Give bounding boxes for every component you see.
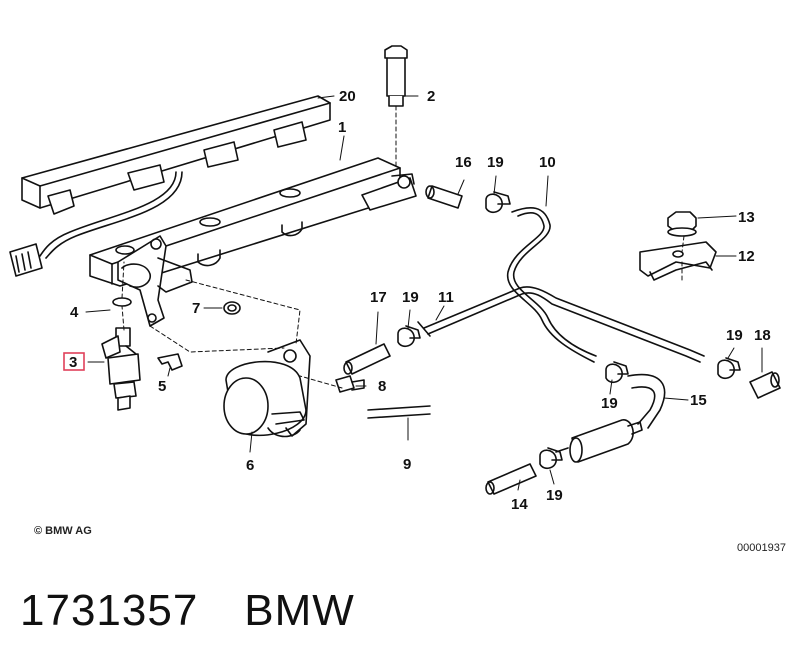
fuel-filter xyxy=(555,419,643,463)
flange-nut xyxy=(667,211,697,237)
callout-6: 6 xyxy=(246,457,254,474)
bolt-small xyxy=(335,375,365,393)
hose-clamp xyxy=(485,191,511,214)
copyright-notice: © BMW AG xyxy=(34,525,92,537)
vacuum-hose xyxy=(367,405,431,411)
mounting-bracket xyxy=(639,241,717,281)
drawing-number: 00001937 xyxy=(737,542,786,554)
retaining-clip xyxy=(157,353,183,371)
hose-long xyxy=(345,343,391,375)
callout-7: 7 xyxy=(192,300,200,317)
hose-short xyxy=(427,185,463,209)
callout-5: 5 xyxy=(158,378,166,395)
callouts: 20 2 1 16 19 10 13 12 4 3 7 5 17 19 11 8… xyxy=(69,88,771,513)
callout-20: 20 xyxy=(339,88,356,105)
leader-lines xyxy=(85,95,763,491)
callout-4: 4 xyxy=(70,304,79,321)
callout-2: 2 xyxy=(427,88,435,105)
callout-17: 17 xyxy=(370,289,387,306)
callout-19: 19 xyxy=(487,154,504,171)
callout-19: 19 xyxy=(546,487,563,504)
hose-clamp xyxy=(605,361,629,384)
callout-8: 8 xyxy=(378,378,386,395)
callout-14: 14 xyxy=(511,496,528,513)
callout-3: 3 xyxy=(69,354,77,371)
callout-1: 1 xyxy=(338,119,346,136)
fuel-rail xyxy=(89,157,417,287)
rail-bracket xyxy=(117,235,193,327)
callout-12: 12 xyxy=(738,248,755,265)
hose-end xyxy=(749,371,781,399)
callout-10: 10 xyxy=(539,154,556,171)
callout-16: 16 xyxy=(455,154,472,171)
callout-19: 19 xyxy=(601,395,618,412)
bolt xyxy=(384,45,408,107)
fuel-line-return xyxy=(423,286,705,357)
hose-clamp xyxy=(397,325,421,348)
hose-filter xyxy=(487,463,537,495)
o-ring-injector xyxy=(112,297,132,307)
callout-13: 13 xyxy=(738,209,755,226)
hose-bent xyxy=(627,373,666,429)
callout-19: 19 xyxy=(402,289,419,306)
callout-11: 11 xyxy=(438,289,454,306)
brand-name: BMW xyxy=(244,586,355,635)
fuel-rail-parts-diagram: 20 2 1 16 19 10 13 12 4 3 7 5 17 19 11 8… xyxy=(9,45,781,513)
wiring-harness xyxy=(9,95,331,277)
assembly-guides xyxy=(121,105,685,389)
pressure-regulator xyxy=(223,339,311,438)
hose-clamp xyxy=(717,357,741,380)
callout-15: 15 xyxy=(690,392,707,409)
fuel-line-feed xyxy=(511,206,597,357)
hose-clamp xyxy=(539,447,563,470)
callout-19: 19 xyxy=(726,327,743,344)
callout-9: 9 xyxy=(403,456,411,473)
part-caption: 1731357 BMW xyxy=(20,586,355,636)
callout-18: 18 xyxy=(754,327,771,344)
part-number: 1731357 xyxy=(20,586,199,635)
fuel-injector xyxy=(101,327,141,411)
o-ring xyxy=(223,301,241,315)
selected-part-highlight xyxy=(63,352,85,371)
